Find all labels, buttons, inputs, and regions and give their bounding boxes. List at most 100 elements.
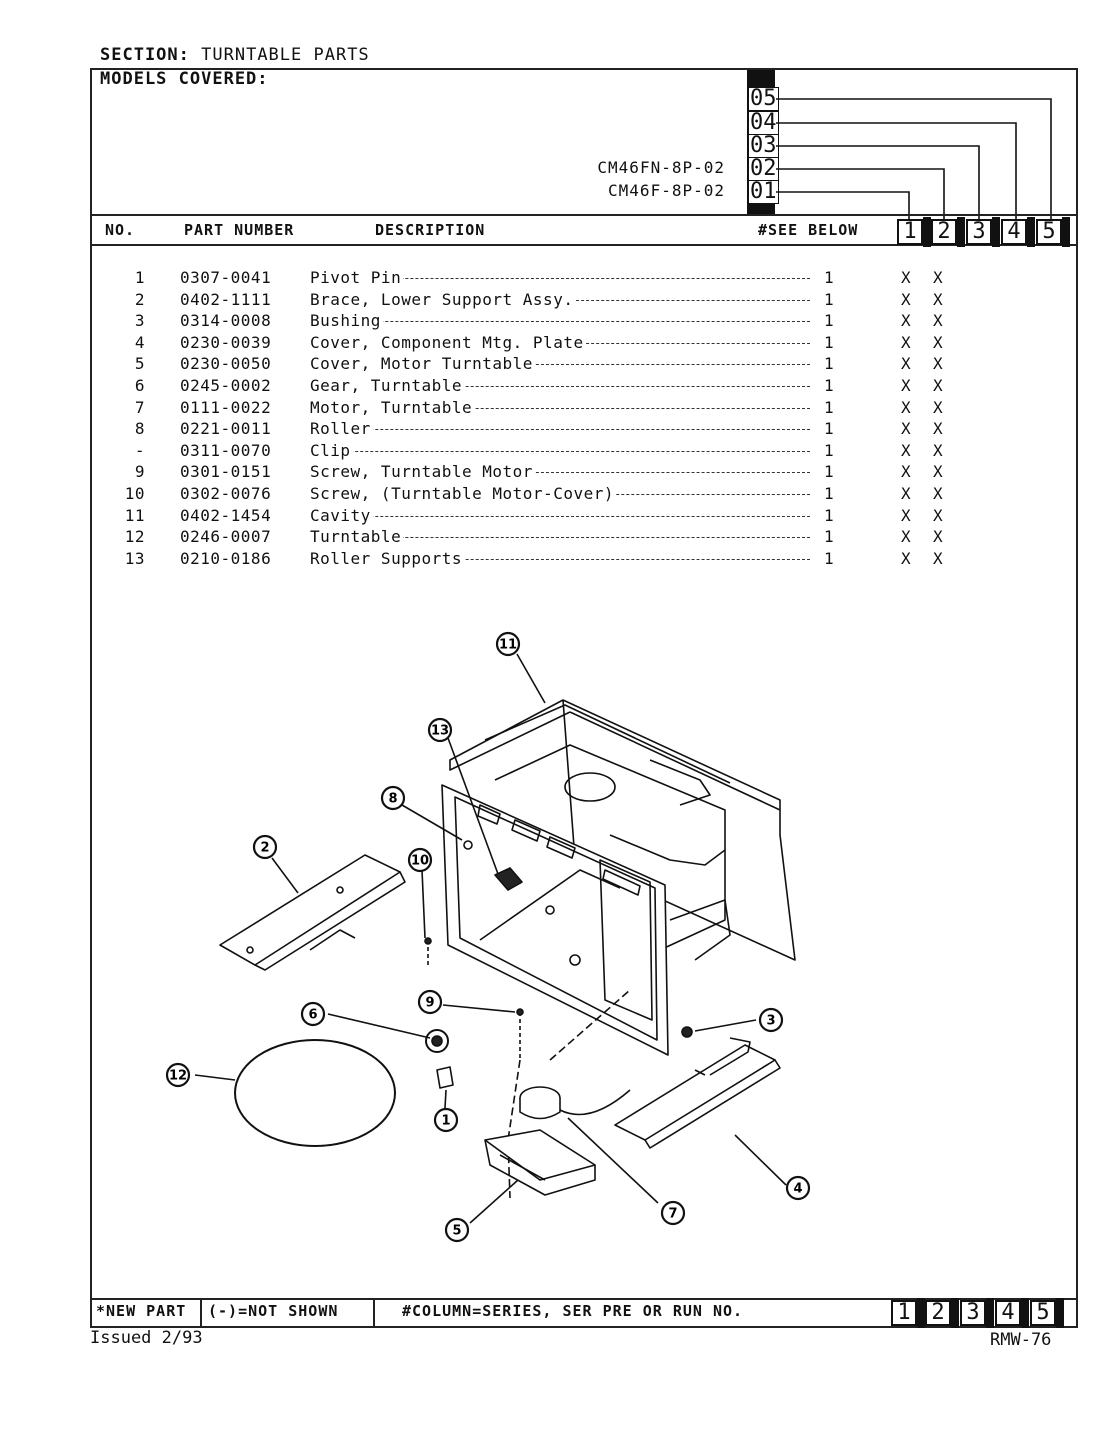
svg-text:4: 4 [793,1182,802,1197]
section-title: SECTION: TURNTABLE PARTS [100,45,370,65]
footer-col-3: 3 [960,1300,986,1326]
col-divider [992,217,1000,247]
models-covered-title: MODELS COVERED: [100,69,269,89]
col-divider [1062,217,1070,247]
part-no: 7 [134,397,145,417]
part-col-1: X [901,462,912,482]
part-col-2: X [933,462,944,482]
svg-text:13: 13 [431,724,449,739]
part-no: 2 [134,289,145,309]
footer-col-4: 4 [995,1300,1021,1326]
header-col-1: 1 [897,219,923,245]
col-divider [986,1298,994,1328]
dash-leader [310,537,810,539]
callout-4: 4 [785,1175,811,1201]
col-divider [1021,1298,1029,1328]
issued-date: Issued 2/93 [90,1328,203,1348]
callout-2: 2 [252,834,278,860]
part-qty: 1 [824,419,835,439]
part-col-2: X [933,397,944,417]
dash-leader [310,429,810,431]
model-name-2: CM46F-8P-02 [608,181,725,200]
part-col-2: X [933,419,944,439]
part-qty: 1 [824,440,835,460]
part-col-2: X [933,354,944,374]
part-col-2: X [933,311,944,331]
part-col-1: X [901,505,912,525]
part-no: 5 [134,354,145,374]
part-qty: 1 [824,332,835,352]
svg-text:9: 9 [425,996,434,1011]
part-no: 9 [134,462,145,482]
header-col-2: 2 [931,219,957,245]
col-divider [957,217,965,247]
part-col-1: X [901,440,912,460]
dash-leader [310,472,810,474]
part-no: 13 [124,548,145,568]
part-col-2: X [933,440,944,460]
header-see-below: #SEE BELOW [758,221,859,239]
part-description: Roller [310,419,373,439]
part-no: 4 [134,332,145,352]
part-description: Cover, Component Mtg. Plate [310,332,586,352]
callout-3: 3 [758,1007,784,1033]
part-description: Cover, Motor Turntable [310,354,535,374]
part-col-1: X [901,354,912,374]
part-no: 8 [134,419,145,439]
part-description: Motor, Turntable [310,397,475,417]
part-col-2: X [933,484,944,503]
col-divider [1056,1298,1064,1328]
part-description: Bushing [310,311,383,331]
part-qty: 1 [824,462,835,482]
part-description: Screw, (Turntable Motor-Cover) [310,484,616,503]
part-number: 0307-0041 [180,268,272,287]
callout-5: 5 [444,1217,470,1243]
part-qty: 1 [824,484,835,503]
part-description: Turntable [310,527,404,547]
part-description: Pivot Pin [310,268,404,287]
part-number: 0402-1111 [180,289,272,309]
svg-text:7: 7 [668,1207,677,1222]
series-connectors [776,98,1052,222]
page-frame [90,68,1078,1328]
part-no: 11 [124,505,145,525]
series-code-02: 02 [748,156,779,181]
callout-13: 13 [427,717,453,743]
dash-leader [310,278,810,279]
part-qty: 1 [824,505,835,525]
part-number: 0246-0007 [180,527,272,547]
part-qty: 1 [824,548,835,568]
svg-text:12: 12 [169,1069,187,1084]
dash-leader [310,407,810,409]
callout-12: 12 [165,1062,191,1088]
part-col-1: X [901,527,912,547]
part-number: 0314-0008 [180,311,272,331]
footer-divider [373,1298,375,1328]
dash-leader [310,450,810,452]
footer-col-2: 2 [925,1300,951,1326]
part-qty: 1 [824,354,835,374]
part-col-1: X [901,332,912,352]
part-number: 0311-0070 [180,440,272,460]
part-qty: 1 [824,397,835,417]
footer-column-note: #COLUMN=SERIES, SER PRE OR RUN NO. [402,1302,744,1320]
svg-text:10: 10 [411,854,429,869]
part-col-2: X [933,332,944,352]
cavity-drawing [441,699,796,1056]
callout-7: 7 [660,1200,686,1226]
series-code-01: 01 [748,179,779,204]
part-description: Screw, Turntable Motor [310,462,535,482]
part-qty: 1 [824,289,835,309]
header-col-3: 3 [966,219,992,245]
callout-1: 1 [433,1107,459,1133]
part-no: - [134,440,145,460]
part-description: Brace, Lower Support Assy. [310,289,576,309]
